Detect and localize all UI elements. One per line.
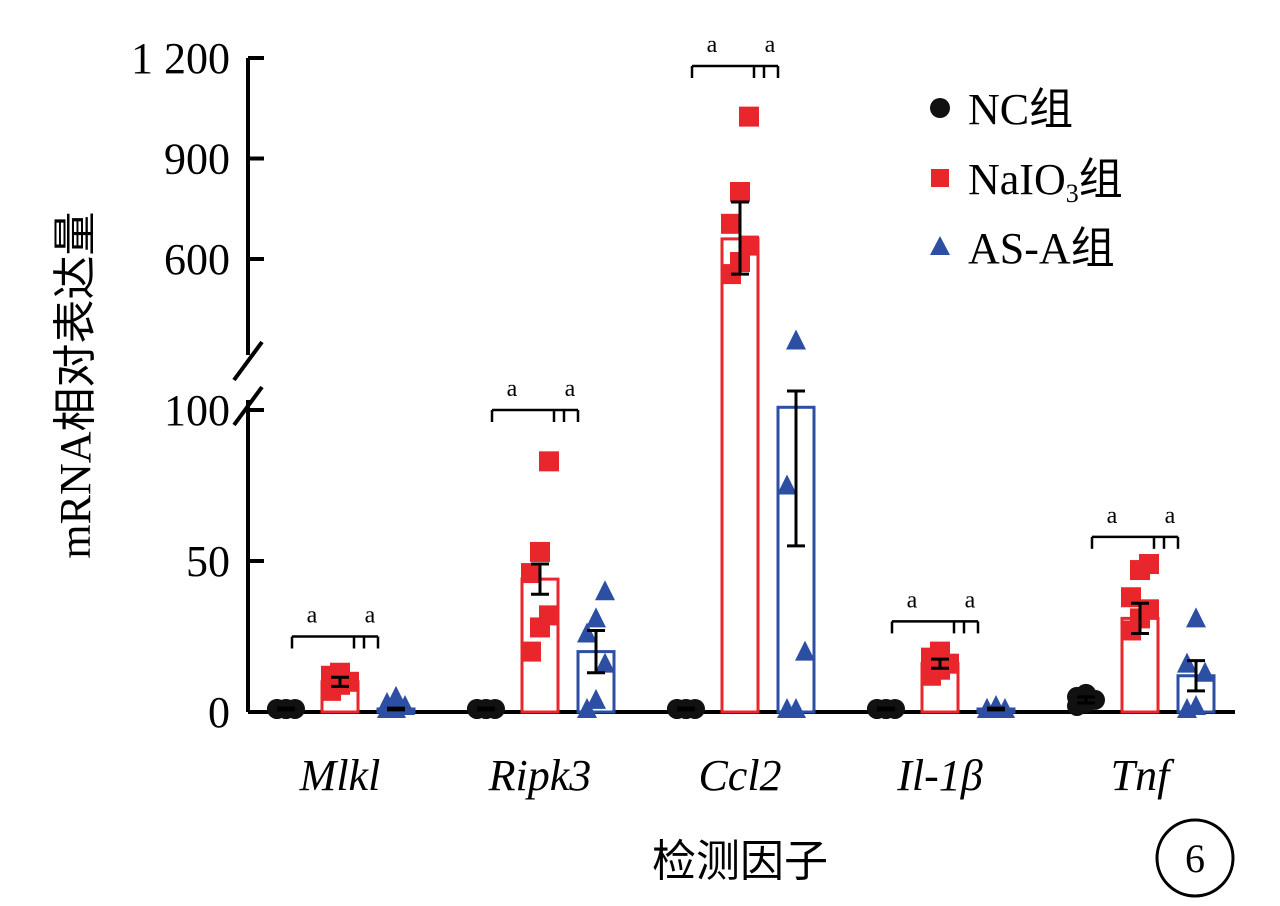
y-axis-title: mRNA相对表达量 — [51, 211, 100, 558]
data-point-asa — [386, 685, 406, 706]
sig-label: a — [1107, 503, 1118, 529]
panel-number: 6 — [1185, 836, 1205, 881]
sig-label: a — [565, 376, 576, 402]
x-axis-title: 检测因子 — [652, 837, 828, 886]
y-tick-label: 900 — [164, 135, 230, 184]
sig-label: a — [765, 32, 776, 58]
sig-label: a — [307, 603, 318, 629]
data-point-asa — [1186, 607, 1206, 628]
data-point-asa — [777, 474, 797, 495]
data-point-nc — [1076, 683, 1096, 704]
data-point-asa — [595, 652, 615, 673]
data-point-asa — [1186, 694, 1206, 715]
data-point-naio3 — [721, 213, 741, 234]
data-point-naio3 — [530, 541, 550, 562]
data-point-asa — [1195, 661, 1215, 682]
x-category-label: Mlkl — [299, 751, 381, 800]
legend-label-nc: NC组 — [968, 85, 1073, 134]
y-tick-label: 1 200 — [131, 34, 230, 83]
data-point-naio3 — [739, 106, 759, 127]
data-point-naio3 — [521, 641, 541, 662]
panel-number-circle — [1155, 818, 1235, 898]
x-category-label: Ripk3 — [488, 751, 592, 800]
significance-brackets: a a a a a a a a a a — [290, 32, 1180, 649]
bars — [320, 237, 1216, 714]
legend-marker-naio3 — [931, 169, 949, 187]
sig-label: a — [365, 603, 376, 629]
y-tick-label: 0 — [208, 688, 230, 737]
sig-label: a — [965, 587, 976, 613]
data-point-asa — [786, 329, 806, 350]
y-tick-label: 50 — [186, 537, 230, 586]
legend-label-naio3: NaIO3组 — [968, 155, 1123, 208]
legend-marker-asa — [930, 236, 950, 255]
bar-ccl2-1 — [720, 237, 760, 714]
y-tick-label: 100 — [164, 386, 230, 435]
x-category-label: Il-1β — [896, 751, 983, 800]
data-point-naio3 — [739, 235, 759, 256]
sig-label: a — [707, 32, 718, 58]
data-point-asa — [586, 688, 606, 709]
x-category-label: Tnf — [1111, 751, 1175, 800]
y-tick-label: 600 — [164, 235, 230, 284]
data-point-asa — [1177, 652, 1197, 673]
legend-label-asa: AS-A组 — [968, 224, 1115, 273]
data-point-naio3 — [539, 451, 559, 472]
axis-break-mark-lower — [232, 385, 264, 427]
data-point-naio3 — [521, 563, 541, 584]
legend: NC组 NaIO3组 AS-A组 — [930, 85, 1123, 273]
sig-label: a — [507, 376, 518, 402]
data-point-naio3 — [1139, 554, 1159, 575]
legend-marker-nc — [930, 98, 950, 118]
data-point-asa — [595, 580, 615, 601]
data-point-naio3 — [539, 605, 559, 626]
error-bars — [277, 200, 1205, 712]
data-point-asa — [586, 607, 606, 628]
axis-break-mark-upper — [232, 340, 264, 382]
sig-label: a — [1165, 503, 1176, 529]
data-point-naio3 — [930, 641, 950, 662]
data-point-naio3 — [730, 182, 750, 202]
data-point-asa — [577, 622, 597, 643]
x-category-label: Ccl2 — [698, 751, 781, 800]
sig-label: a — [907, 587, 918, 613]
data-point-asa — [786, 697, 806, 718]
data-point-asa — [795, 640, 815, 661]
